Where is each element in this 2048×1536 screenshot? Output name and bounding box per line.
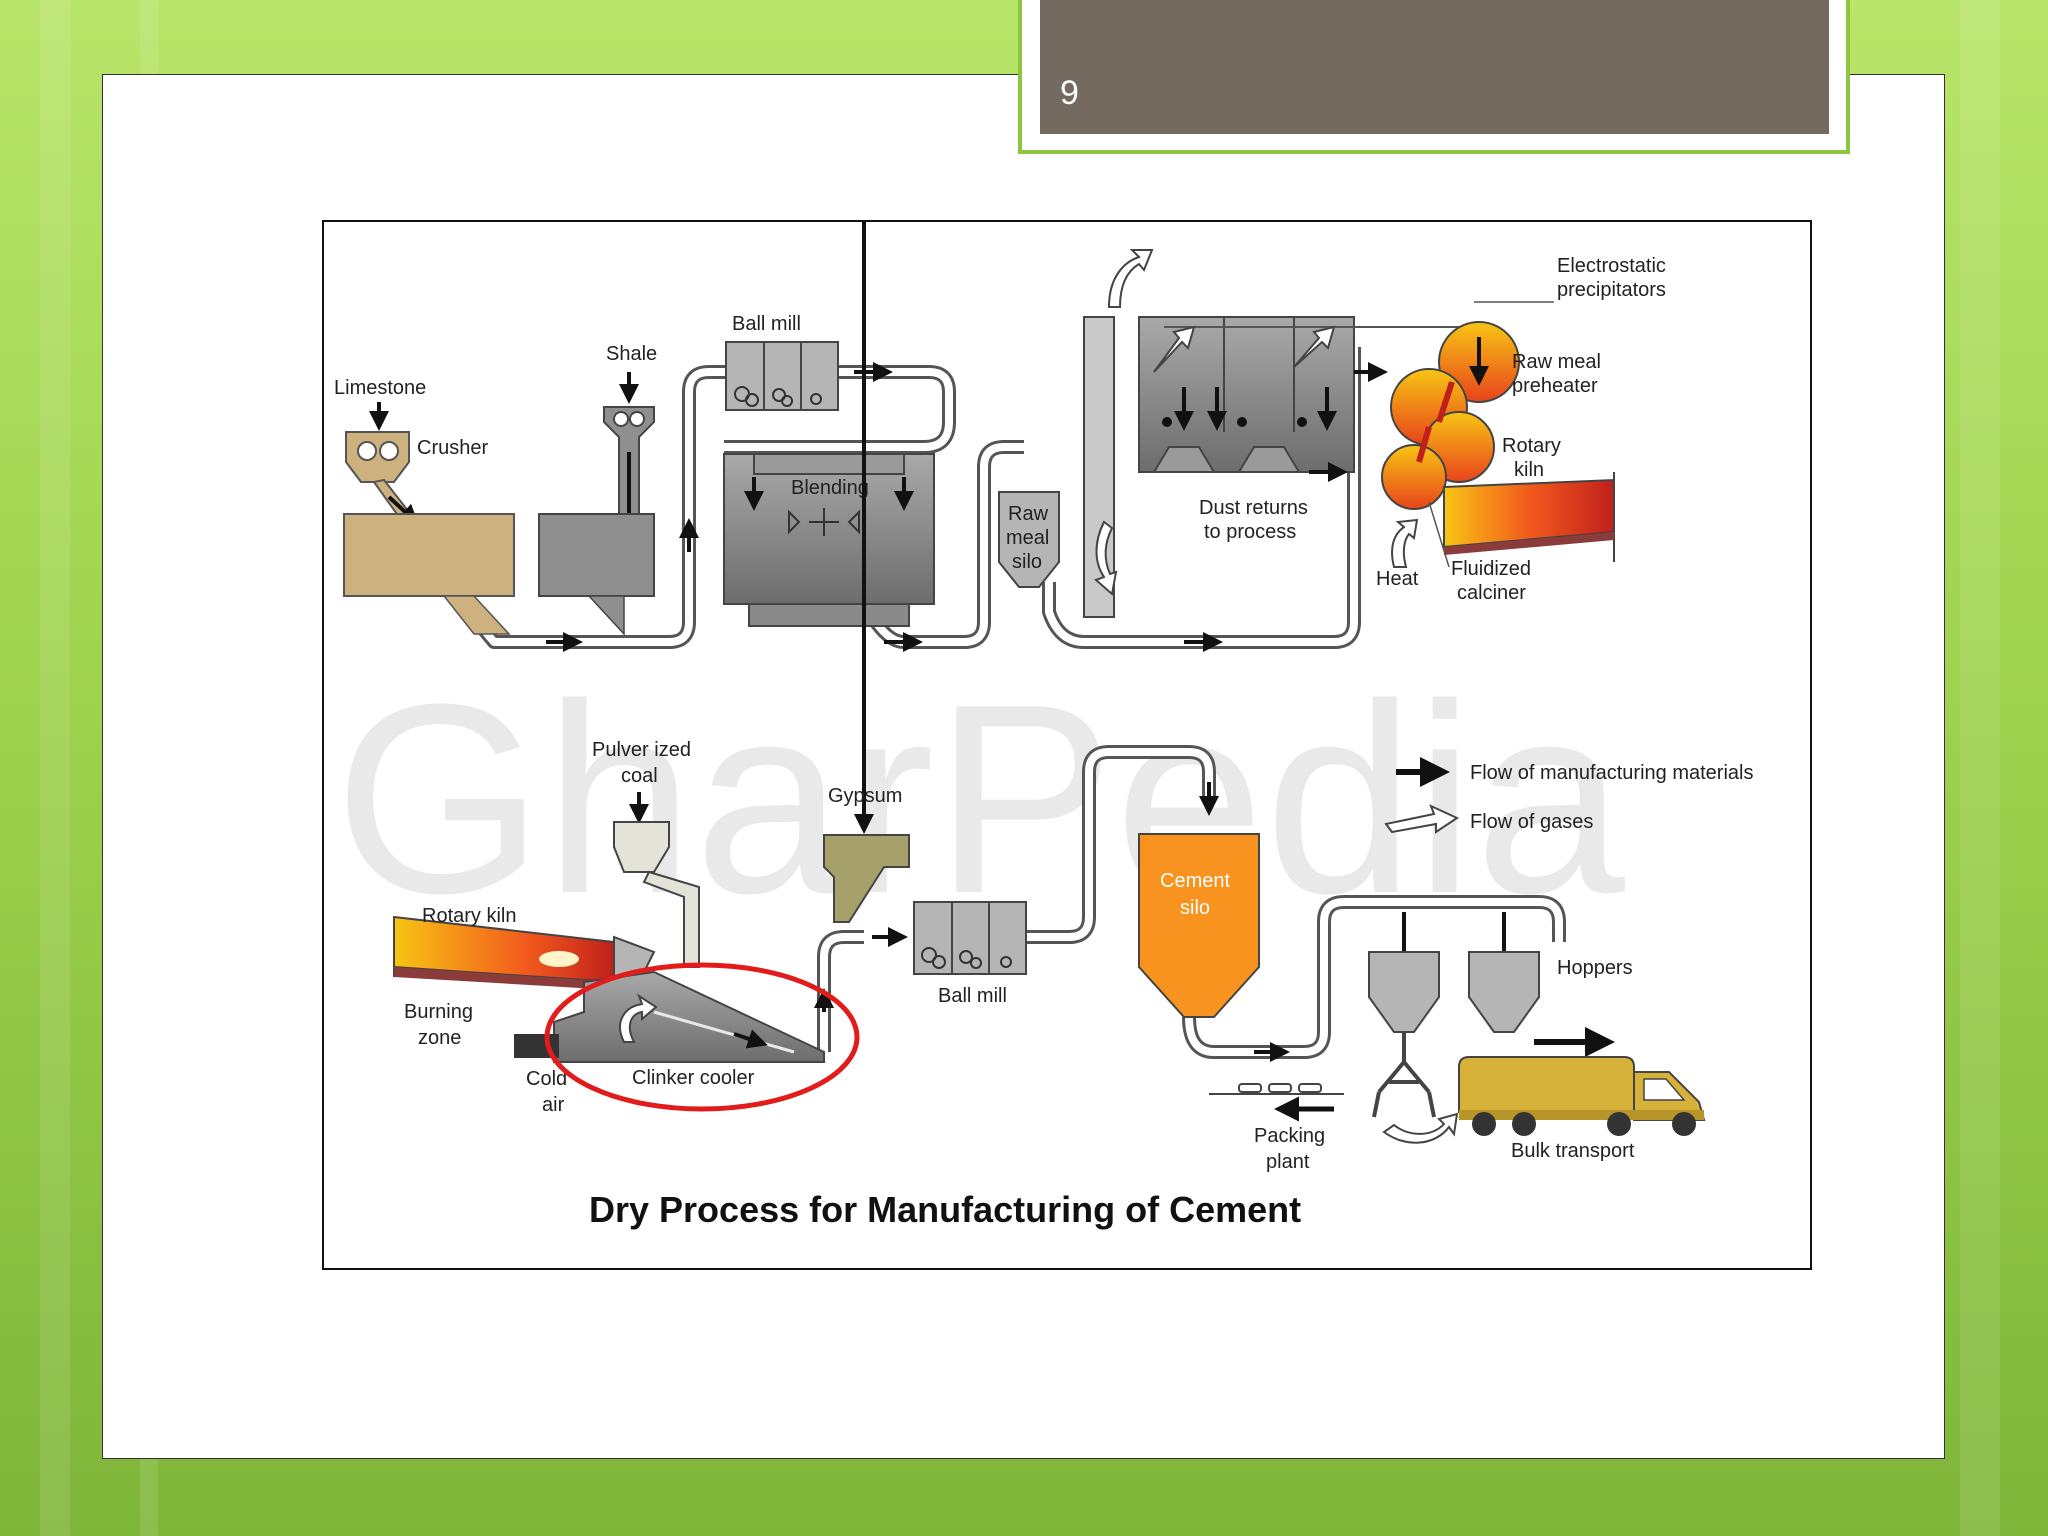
slide-number-box: [1040, 0, 1829, 134]
label-fluidized-calciner-2: calciner: [1457, 582, 1526, 604]
background-stripe: [1960, 0, 2000, 1536]
legend-label-gases: Flow of gases: [1470, 811, 1593, 833]
label-rotary-kiln-bottom: Rotary kiln: [422, 905, 516, 927]
packing-plant: [1209, 1083, 1344, 1122]
gas-flow-arrow-icon: [1293, 325, 1336, 368]
label-dust-returns-1: Dust returns: [1199, 497, 1308, 519]
label-shale: Shale: [606, 343, 657, 365]
label-fluidized-calciner-1: Fluidized: [1451, 558, 1531, 580]
raw-meal-preheater: [1381, 321, 1520, 539]
legend-label-materials: Flow of manufacturing materials: [1470, 762, 1753, 784]
hoppers: [1368, 951, 1540, 1144]
cement-bag-icon: [1268, 1083, 1292, 1093]
gas-flow-arrow-icon: [1094, 520, 1118, 596]
label-cement-silo-2: silo: [1180, 897, 1210, 919]
label-limestone: Limestone: [334, 377, 426, 399]
crusher-roller-icon: [357, 441, 377, 461]
label-raw-meal-preheater-2: preheater: [1512, 375, 1598, 397]
label-raw-meal-preheater-1: Raw meal: [1512, 351, 1601, 373]
heat-arrow-icon: [1391, 518, 1419, 568]
crusher-roller-icon: [379, 441, 399, 461]
shale-storage: [538, 513, 655, 597]
limestone-storage: [343, 513, 515, 597]
background-stripe: [40, 0, 70, 1536]
clinker-cooler: [514, 970, 825, 1063]
electrostatic-precipitators: [1138, 316, 1465, 482]
cement-process-diagram: GharPedia Limestone Crusher: [322, 220, 1812, 1270]
gas-flow-arrow-icon: [1107, 249, 1154, 308]
label-gypsum: Gypsum: [828, 785, 902, 807]
riser-column: [1083, 249, 1154, 618]
limestone-crusher: [343, 402, 515, 635]
label-heat: Heat: [1376, 568, 1419, 590]
label-raw-meal-silo-3: silo: [1012, 551, 1042, 573]
label-raw-meal-silo-1: Raw: [1008, 503, 1049, 525]
label-blending: Blending: [791, 477, 869, 499]
gas-flow-arrow-icon: [619, 993, 658, 1043]
label-ball-mill-top: Ball mill: [732, 313, 801, 335]
cement-bag-icon: [1238, 1083, 1262, 1093]
label-cement-silo-1: Cement: [1160, 870, 1230, 892]
legend: Flow of manufacturing materials Flow of …: [1384, 757, 1753, 834]
label-cold-air-2: air: [542, 1094, 565, 1116]
label-rotary-kiln-top-2: kiln: [1514, 459, 1544, 481]
label-burning-zone-1: Burning: [404, 1001, 473, 1023]
packing-spout-icon: [1377, 1032, 1431, 1094]
label-raw-meal-silo-2: meal: [1006, 527, 1049, 549]
cement-silo: [1138, 833, 1260, 1018]
label-electrostatic-1: Electrostatic: [1557, 255, 1666, 277]
cement-bag-icon: [1298, 1083, 1322, 1093]
label-packing-plant-1: Packing: [1254, 1125, 1325, 1147]
clinker-cooler-highlight-circle: [544, 962, 860, 1112]
label-rotary-kiln-top-1: Rotary: [1502, 435, 1561, 457]
bulk-transport-truck: [1458, 1027, 1706, 1136]
gas-flow-legend-icon: [1384, 804, 1460, 834]
label-clinker-cooler: Clinker cooler: [632, 1067, 755, 1089]
material-flow-arrows-top: [546, 362, 1223, 652]
rotary-kiln-top: [1443, 472, 1615, 562]
gas-flow-arrow-icon: [1153, 325, 1196, 373]
blending-silo: [723, 453, 935, 627]
slide-number: 9: [1060, 74, 1079, 112]
label-pulverized-coal-2: coal: [621, 765, 658, 787]
label-crusher: Crusher: [417, 437, 488, 459]
label-electrostatic-2: precipitators: [1557, 279, 1666, 301]
label-ball-mill-bottom: Ball mill: [938, 985, 1007, 1007]
flame-icon: [539, 951, 579, 967]
diagram-title: Dry Process for Manufacturing of Cement: [589, 1189, 1301, 1230]
label-pulverized-coal-1: Pulver ized: [592, 739, 691, 761]
label-cold-air-1: Cold: [526, 1068, 567, 1090]
label-packing-plant-2: plant: [1266, 1151, 1310, 1173]
label-dust-returns-2: to process: [1204, 521, 1296, 543]
rotation-arrow-icon: [1382, 1112, 1459, 1144]
label-hoppers: Hoppers: [1557, 957, 1633, 979]
label-burning-zone-2: zone: [418, 1027, 461, 1049]
shale-crusher: [538, 372, 655, 636]
ball-mill-top: [725, 341, 839, 411]
gypsum-hopper: [823, 222, 910, 923]
ball-mill-bottom: [913, 901, 1027, 975]
raw-meal-silo: [998, 491, 1060, 588]
label-bulk-transport: Bulk transport: [1511, 1140, 1635, 1162]
